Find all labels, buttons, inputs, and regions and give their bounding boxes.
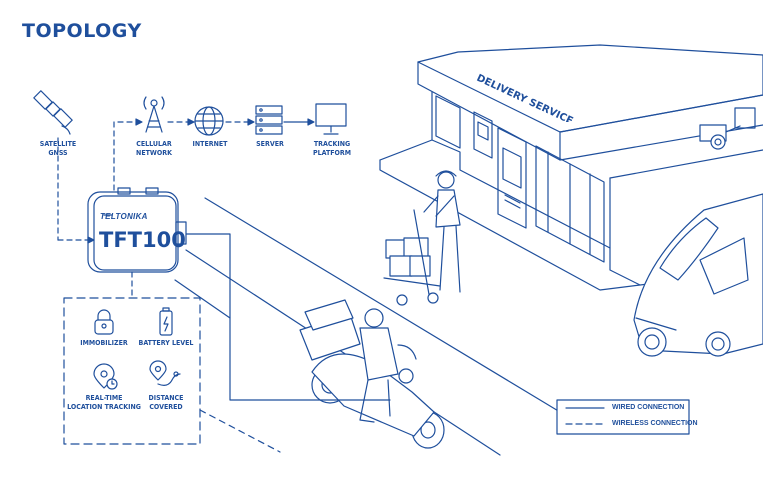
tft100-device	[87, 187, 187, 273]
globe-icon	[194, 106, 224, 136]
lock-icon	[94, 309, 114, 335]
label-server: SERVER	[256, 140, 284, 148]
legend	[556, 399, 690, 435]
cell-tower-icon	[143, 96, 165, 133]
building-sign: DELIVERY SERVICE	[475, 73, 575, 122]
device-brand: TELTONIKA	[100, 212, 148, 221]
monitor-icon	[315, 103, 347, 135]
feature-panel	[63, 271, 201, 445]
device-model: TFT100	[99, 228, 186, 252]
label-immobilizer: IMMOBILIZER	[80, 339, 128, 347]
page-title: TOPOLOGY	[22, 20, 142, 42]
connections	[57, 118, 391, 401]
delivery-building	[379, 44, 763, 291]
satellite-icon	[33, 90, 73, 135]
cellular-link	[113, 121, 137, 191]
server-icon	[255, 105, 283, 135]
legend-wired-label: WIRED CONNECTION	[612, 404, 685, 411]
label-satellite-gnss: SATELLITE GNSS	[39, 140, 77, 157]
delivery-van	[633, 193, 763, 357]
battery-icon	[159, 307, 173, 336]
label-battery-level: BATTERY LEVEL	[138, 339, 194, 347]
wired-link	[185, 233, 391, 401]
route-icon	[149, 360, 181, 386]
label-internet: INTERNET	[192, 140, 228, 148]
legend-wireless-label: WIRELESS CONNECTION	[612, 420, 698, 427]
delivery-worker	[383, 170, 461, 306]
scooter-rider	[299, 299, 445, 449]
building-sign-text: DELIVERY SERVICE	[475, 73, 575, 122]
label-real-time-location: REAL-TIME LOCATION TRACKING	[67, 394, 141, 411]
label-cellular-network: CELLULAR NETWORK	[136, 140, 172, 157]
label-tracking-platform: TRACKING PLATFORM	[312, 140, 352, 157]
road	[174, 197, 561, 456]
location-pin-icon	[93, 363, 118, 390]
label-distance-covered: DISTANCE COVERED	[148, 394, 184, 411]
